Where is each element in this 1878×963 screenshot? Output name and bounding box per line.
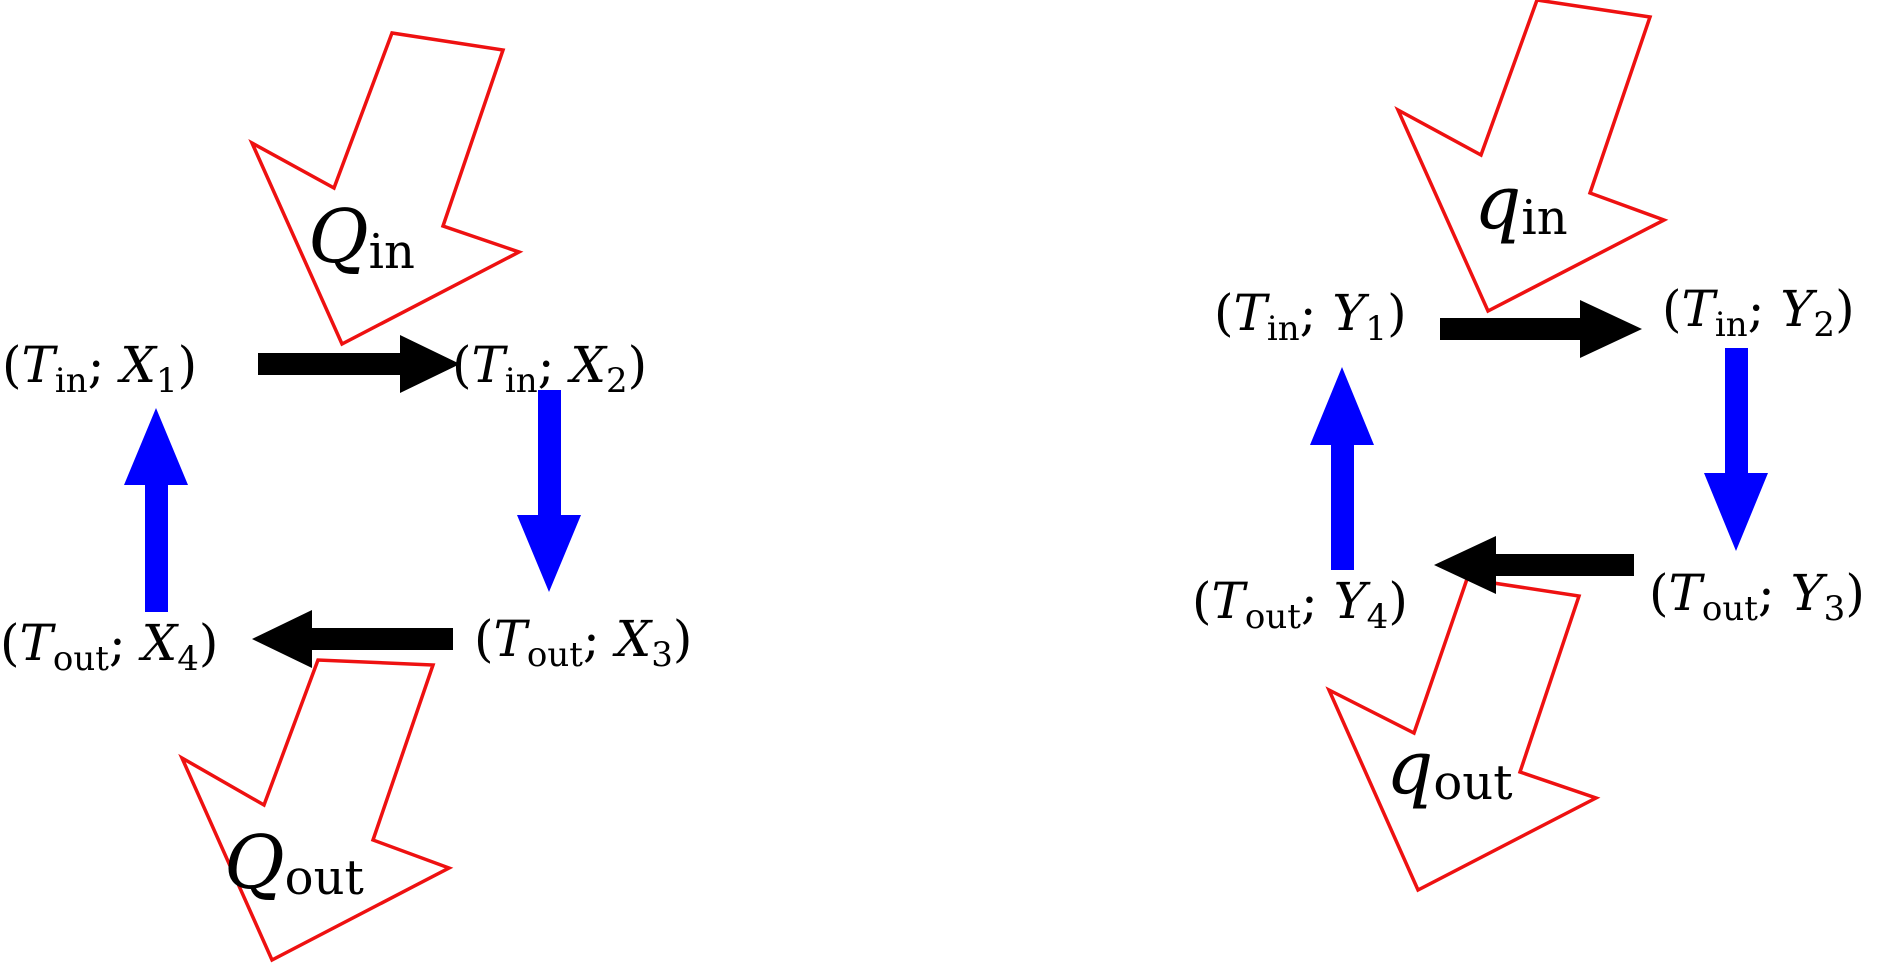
left-cycle: Qin Qout (Tin; X1) (Tin; X2) (Tout; X3) …	[0, 31, 692, 963]
left-state-4: (Tout; X4)	[0, 614, 218, 679]
right-state-4: (Tout; Y4)	[1192, 572, 1408, 637]
right-bottom-arrow	[1434, 536, 1634, 594]
right-down-arrow	[1704, 348, 1768, 551]
right-top-arrow	[1440, 300, 1642, 358]
right-heat-in-arrow	[1394, 0, 1669, 314]
right-heat-out-arrow	[1325, 577, 1601, 893]
left-down-arrow	[517, 390, 581, 592]
left-heat-out-label: Qout	[224, 820, 364, 906]
left-state-2: (Tin; X2)	[452, 336, 647, 401]
left-heat-in-arrow	[248, 31, 524, 347]
right-state-3: (Tout; Y3)	[1649, 564, 1865, 629]
left-heat-out-arrow	[178, 658, 454, 963]
right-state-2: (Tin; Y2)	[1662, 280, 1855, 345]
left-state-1: (Tin; X1)	[2, 336, 197, 401]
right-heat-in-label: qin	[1474, 160, 1568, 246]
left-state-3: (Tout; X3)	[474, 610, 692, 675]
left-bottom-arrow	[252, 610, 453, 668]
right-up-arrow	[1310, 367, 1374, 570]
left-top-arrow	[258, 335, 460, 393]
right-state-1: (Tin; Y1)	[1214, 284, 1407, 349]
left-up-arrow	[124, 408, 188, 612]
left-heat-in-label: Qin	[308, 194, 415, 280]
right-heat-out-label: qout	[1386, 725, 1512, 811]
right-cycle: qin qout (Tin; Y1) (Tin; Y2) (Tout; Y3) …	[1192, 0, 1865, 893]
